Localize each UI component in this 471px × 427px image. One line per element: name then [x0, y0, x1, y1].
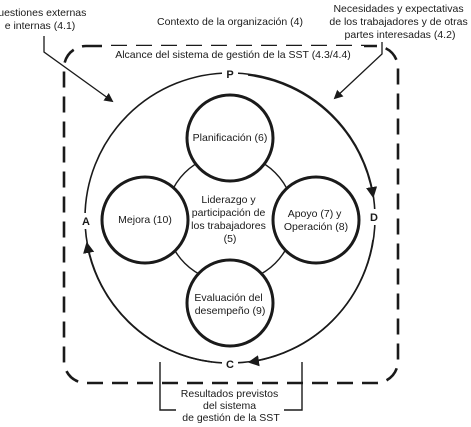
pdca-a-bg	[78, 213, 94, 229]
evaluation-circle	[185, 258, 275, 348]
scope-title: Alcance del sistema de gestión de la SST…	[115, 49, 351, 61]
stakeholder-needs-arrow	[333, 42, 383, 100]
check-to-act-arrow	[83, 241, 213, 363]
improvement-circle	[100, 175, 190, 265]
context-title-bg	[150, 12, 310, 30]
plan-to-do-arrow	[247, 74, 378, 199]
pdca-check-label: C	[226, 359, 234, 371]
stakeholder-needs-label: Necesidades y expectativas de los trabaj…	[329, 3, 470, 41]
context-title: Contexto de la organización (4)	[157, 16, 303, 28]
outcomes-bracket	[159, 362, 303, 411]
pdca-d-bg	[366, 209, 382, 225]
outcomes-label: Resultados previstos del sistema de gest…	[181, 388, 281, 424]
leadership-label: Liderazgo y participación de los trabaja…	[191, 194, 269, 245]
external-issues-arrow	[43, 36, 114, 103]
pdca-p-bg	[222, 66, 238, 82]
improvement-label: Mejora (10)	[118, 214, 172, 226]
pdca-c-bg	[222, 356, 238, 372]
pdca-do-label: D	[370, 212, 378, 224]
do-to-check-arrow	[247, 239, 374, 367]
support-operation-circle	[271, 175, 361, 265]
planning-circle	[185, 93, 275, 183]
pdca-act-label: A	[82, 216, 90, 228]
external-issues-label: Cuestiones externas e internas (4.1)	[0, 7, 89, 32]
evaluation-label: Evaluación del desempeño (9)	[194, 292, 265, 317]
scope-title-bg	[102, 46, 364, 62]
pdca-plan-label: P	[226, 69, 233, 81]
support-operation-label: Apoyo (7) y Operación (8)	[284, 208, 348, 233]
planning-label: Planificación (6)	[193, 132, 268, 144]
